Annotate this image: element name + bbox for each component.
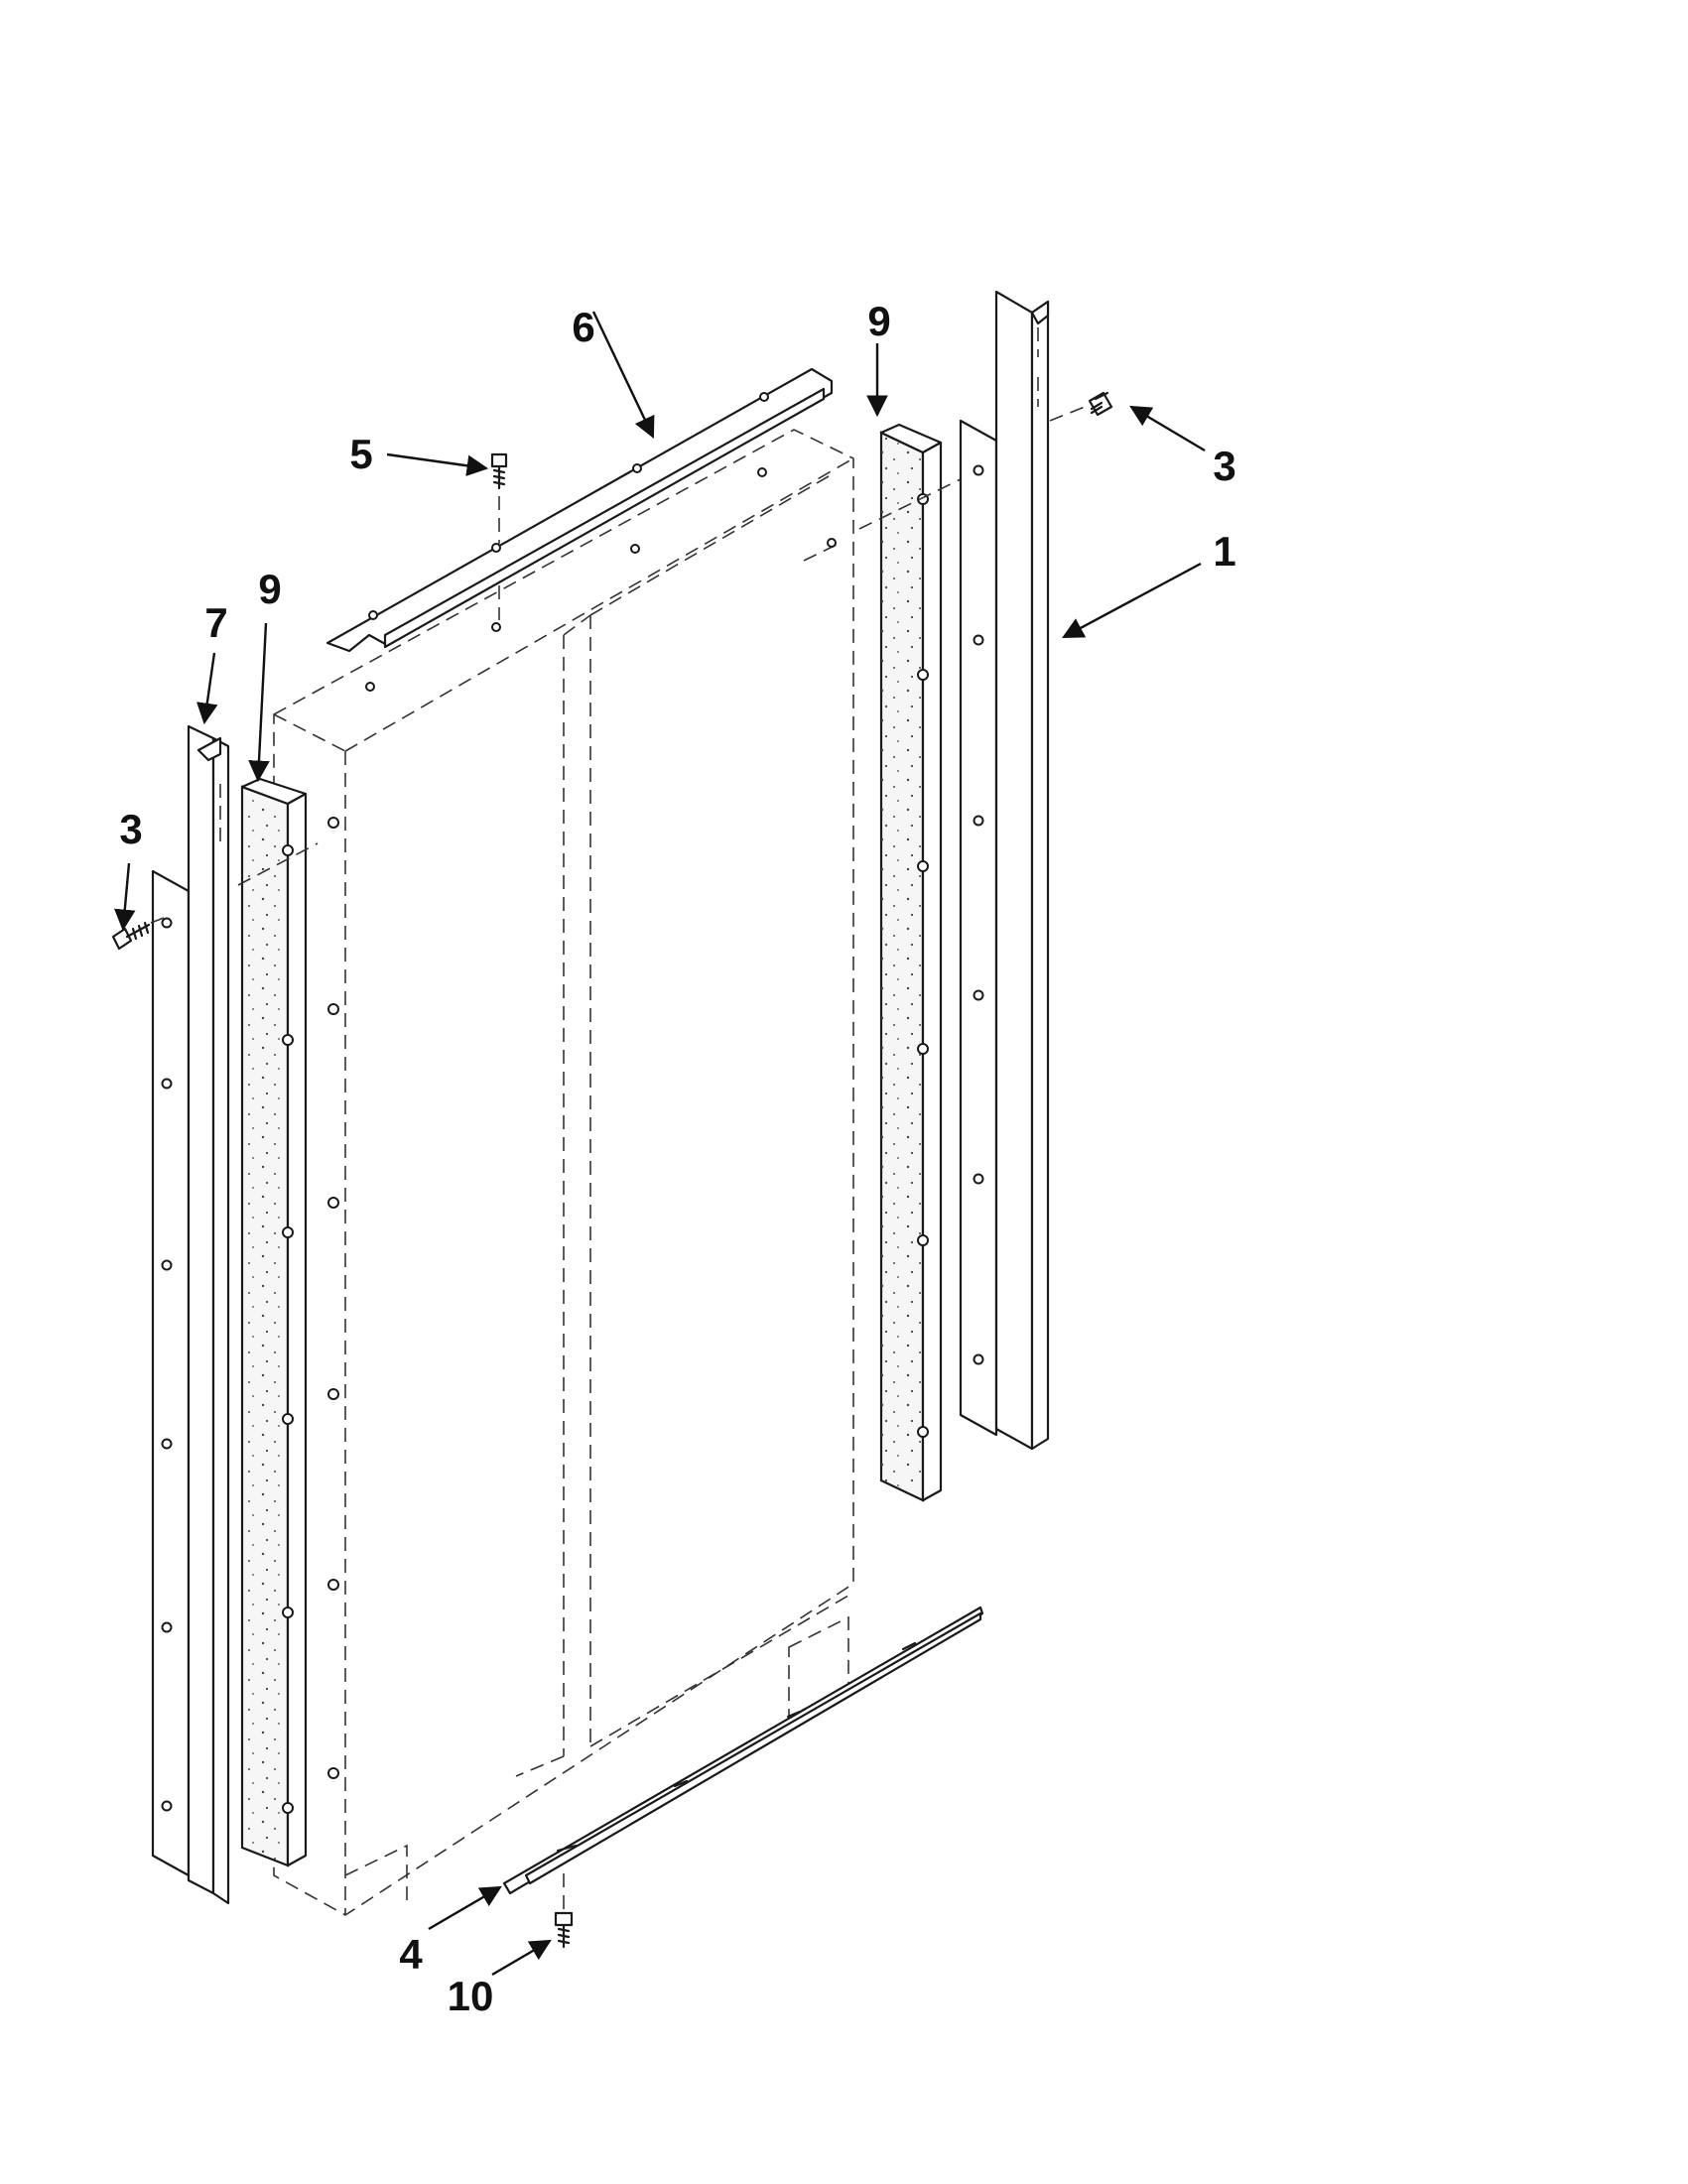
left-side-bracket [151,869,191,1877]
left-channel-part-7 [187,724,230,1905]
screw-part-5 [490,452,508,620]
callout-9-right: 9 [867,298,890,344]
callout-1: 1 [1213,528,1235,575]
left-foam-strip-part-9 [237,777,319,1867]
screw-right-part-3 [1049,391,1113,422]
callout-9-left: 9 [258,566,281,612]
callout-3-right: 3 [1213,443,1235,489]
screw-part-10 [554,1873,574,1949]
callout-10: 10 [448,1973,494,2019]
top-rail-part-6 [325,367,834,692]
callout-4: 4 [399,1931,423,1978]
callout-5: 5 [349,431,372,477]
screw-left-part-3 [111,917,165,951]
right-channel-part-1 [994,290,1050,1451]
leader-arrows [114,311,1206,1977]
right-foam-strip-part-9 [803,423,964,1502]
callout-6: 6 [572,304,594,350]
callout-3-left: 3 [119,806,142,852]
callout-7: 7 [204,599,227,646]
bottom-rail-part-4 [502,1606,984,1895]
right-side-bracket [959,419,998,1437]
callout-labels: 6 9 5 3 1 7 9 3 4 10 [119,298,1235,2019]
cabinet-outline [273,429,854,1916]
cabinet-left-holes [327,817,339,1779]
